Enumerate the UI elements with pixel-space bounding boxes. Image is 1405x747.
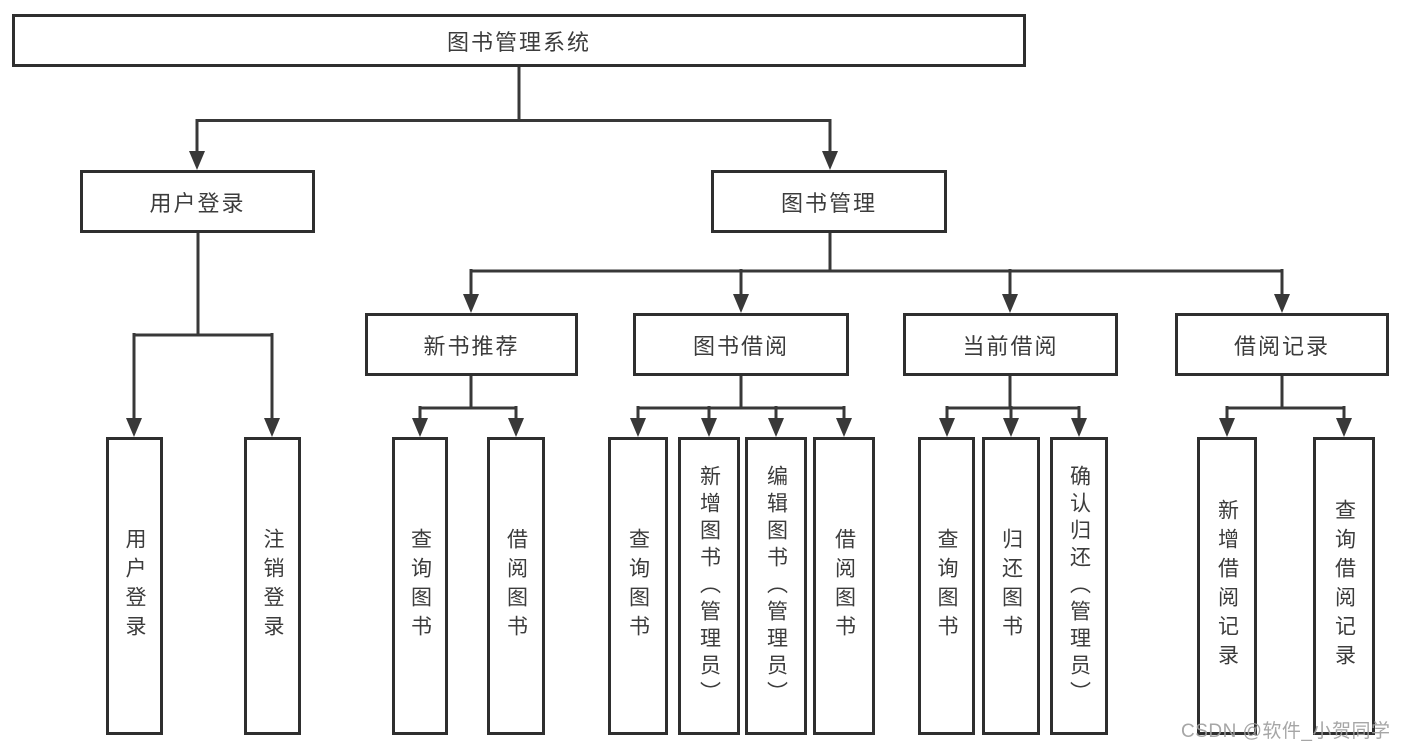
leaf-records-query-record: 查询借阅记录 [1313, 437, 1375, 735]
leaf-newbook-borrow-books: 借阅图书 [487, 437, 545, 735]
watermark: CSDN @软件_小贺同学 [1181, 721, 1391, 742]
leaf-newbook-query-books: 查询图书 [392, 437, 448, 735]
node-user-login: 用户登录 [80, 170, 315, 233]
node-current-borrow: 当前借阅 [903, 313, 1118, 376]
node-book-borrow: 图书借阅 [633, 313, 849, 376]
leaf-borrow-edit-books-admin: 编辑图书（管理员） [745, 437, 807, 735]
leaf-current-return-books: 归还图书 [982, 437, 1040, 735]
leaf-borrow-query-books: 查询图书 [608, 437, 668, 735]
leaf-borrow-add-books-admin: 新增图书（管理员） [678, 437, 740, 735]
leaf-borrow-borrow-books: 借阅图书 [813, 437, 875, 735]
node-book-management: 图书管理 [711, 170, 947, 233]
leaf-logout: 注销登录 [244, 437, 301, 735]
arrowheads [126, 151, 1352, 437]
leaf-current-confirm-return-admin: 确认归还（管理员） [1050, 437, 1108, 735]
node-new-book-recommend: 新书推荐 [365, 313, 578, 376]
node-borrow-records: 借阅记录 [1175, 313, 1389, 376]
node-root-system: 图书管理系统 [12, 14, 1026, 67]
connector-paths [132, 65, 1346, 420]
leaf-user-login: 用户登录 [106, 437, 163, 735]
leaf-current-query-books: 查询图书 [918, 437, 975, 735]
leaf-records-add-record: 新增借阅记录 [1197, 437, 1257, 735]
